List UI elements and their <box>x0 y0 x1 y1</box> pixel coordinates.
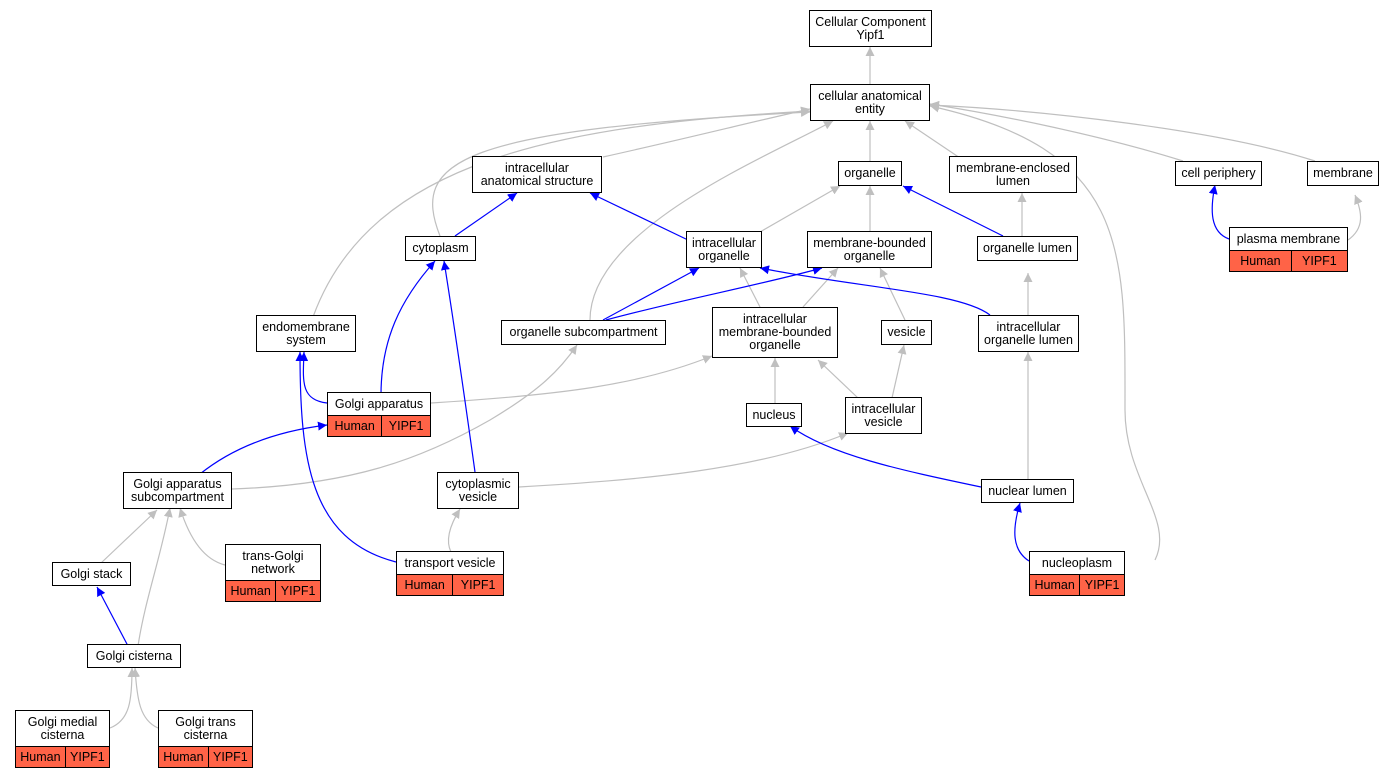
node-cytoplasmic-vesicle[interactable]: cytoplasmic vesicle <box>437 472 519 509</box>
edge-is-a <box>432 107 811 237</box>
node-golgi-medial-cisterna[interactable]: Golgi medial cisterna <box>15 710 110 747</box>
species-label: Human <box>163 750 204 764</box>
node-intracellular-anatomical-structure[interactable]: intracellular anatomical structure <box>472 156 602 193</box>
species-label: Human <box>1034 578 1075 592</box>
edge-is-a <box>109 667 137 729</box>
edge-part-of <box>299 351 328 404</box>
node-cellular-component-root[interactable]: Cellular Component Yipf1 <box>809 10 932 47</box>
species-label: Human <box>1240 254 1281 268</box>
node-organelle-lumen[interactable]: organelle lumen <box>977 236 1078 261</box>
gene-label: YIPF1 <box>207 747 252 767</box>
edge-is-a <box>137 507 173 647</box>
node-golgi-cisterna[interactable]: Golgi cisterna <box>87 644 181 668</box>
edge-is-a <box>518 432 849 488</box>
node-intracellular-membrane-bounded-organelle[interactable]: intracellular membrane-bounded organelle <box>712 307 838 358</box>
edge-part-of <box>199 421 328 475</box>
edge-is-a <box>312 107 811 318</box>
annotation-golgi-apparatus: Human YIPF1 <box>327 415 431 437</box>
node-trans-golgi-network[interactable]: trans-Golgi network <box>225 544 321 581</box>
edge-is-a <box>929 100 1184 162</box>
species-label: Human <box>230 584 271 598</box>
edge-is-a <box>447 508 461 553</box>
edge-part-of <box>602 267 700 321</box>
gene-label: YIPF1 <box>1079 575 1124 595</box>
edge-is-a <box>929 103 1161 561</box>
edge-part-of <box>605 266 823 321</box>
node-transport-vesicle[interactable]: transport vesicle <box>396 551 504 575</box>
edge-is-a <box>879 267 906 321</box>
species-label: Human <box>20 750 61 764</box>
edge-is-a <box>99 509 158 565</box>
annotation-nucleoplasm: Human YIPF1 <box>1029 574 1125 596</box>
edge-is-a <box>602 106 811 158</box>
node-golgi-apparatus[interactable]: Golgi apparatus <box>327 392 431 416</box>
species-label: Human <box>404 578 445 592</box>
node-intracellular-organelle-lumen[interactable]: intracellular organelle lumen <box>978 315 1079 352</box>
edge-part-of <box>295 351 397 563</box>
edge-is-a <box>802 267 839 308</box>
node-organelle[interactable]: organelle <box>838 161 902 186</box>
edge-part-of <box>1208 184 1230 240</box>
annotation-trans-golgi-network: Human YIPF1 <box>225 580 321 602</box>
node-cell-periphery[interactable]: cell periphery <box>1175 161 1262 186</box>
node-cellular-anatomical-entity[interactable]: cellular anatomical entity <box>810 84 930 121</box>
edge-part-of <box>440 260 476 473</box>
node-intracellular-organelle[interactable]: intracellular organelle <box>686 231 762 268</box>
edge-is-a <box>929 100 1316 162</box>
gene-label: YIPF1 <box>1290 251 1347 271</box>
annotation-transport-vesicle: Human YIPF1 <box>396 574 504 596</box>
edge-part-of <box>1013 502 1030 562</box>
node-membrane-enclosed-lumen[interactable]: membrane-enclosed lumen <box>949 156 1077 193</box>
edge-part-of <box>454 192 518 237</box>
node-nucleoplasm[interactable]: nucleoplasm <box>1029 551 1125 575</box>
gene-label: YIPF1 <box>64 747 109 767</box>
node-nucleus[interactable]: nucleus <box>746 403 802 427</box>
node-organelle-subcompartment[interactable]: organelle subcompartment <box>501 320 666 345</box>
node-membrane[interactable]: membrane <box>1307 161 1379 186</box>
species-label: Human <box>334 419 375 433</box>
edge-is-a <box>759 185 841 233</box>
node-golgi-stack[interactable]: Golgi stack <box>52 562 131 586</box>
annotation-golgi-medial-cisterna: Human YIPF1 <box>15 746 110 768</box>
gene-label: YIPF1 <box>275 581 320 601</box>
node-intracellular-vesicle[interactable]: intracellular vesicle <box>845 397 922 434</box>
edge-part-of <box>96 586 129 647</box>
node-membrane-bounded-organelle[interactable]: membrane-bounded organelle <box>807 231 932 268</box>
edge-part-of <box>589 192 689 241</box>
edge-is-a <box>131 667 159 729</box>
node-plasma-membrane[interactable]: plasma membrane <box>1229 227 1348 251</box>
edge-is-a <box>1347 194 1363 241</box>
gene-label: YIPF1 <box>452 575 503 595</box>
edge-is-a <box>739 267 761 308</box>
node-endomembrane-system[interactable]: endomembrane system <box>256 315 356 352</box>
edge-is-a <box>430 355 713 404</box>
edge-is-a <box>178 507 226 566</box>
node-cytoplasm[interactable]: cytoplasm <box>405 236 476 261</box>
edge-part-of <box>380 260 436 396</box>
edge-is-a <box>904 120 961 159</box>
node-golgi-apparatus-subcompartment[interactable]: Golgi apparatus subcompartment <box>123 472 232 509</box>
edge-part-of <box>902 185 1004 237</box>
edge-is-a <box>891 344 907 399</box>
node-vesicle[interactable]: vesicle <box>881 320 932 345</box>
node-golgi-trans-cisterna[interactable]: Golgi trans cisterna <box>158 710 253 747</box>
gene-label: YIPF1 <box>381 416 430 436</box>
annotation-plasma-membrane: Human YIPF1 <box>1229 250 1348 272</box>
annotation-golgi-trans-cisterna: Human YIPF1 <box>158 746 253 768</box>
node-nuclear-lumen[interactable]: nuclear lumen <box>981 479 1074 503</box>
edge-part-of <box>759 265 991 316</box>
edge-is-a <box>817 359 859 399</box>
edge-part-of <box>789 425 982 488</box>
edge-is-a <box>589 120 834 321</box>
